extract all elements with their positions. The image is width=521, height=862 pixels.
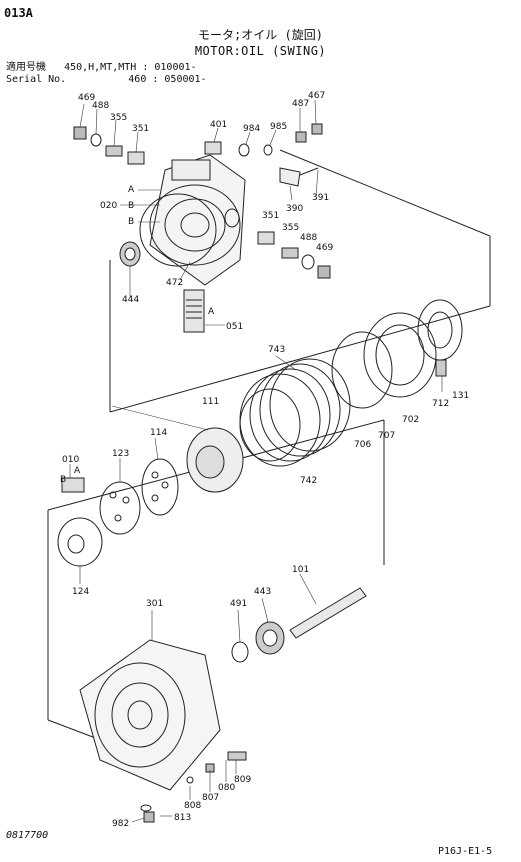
applicable-serial: : 010001- xyxy=(142,62,197,73)
callout: 491 xyxy=(230,599,247,609)
callout: 467 xyxy=(308,91,325,101)
callout: 984 xyxy=(243,124,260,134)
callout: 706 xyxy=(354,440,371,450)
document-number: 0817700 xyxy=(6,830,49,841)
callout: 443 xyxy=(254,587,271,597)
callout: 020 xyxy=(100,201,117,211)
callout: 355 xyxy=(282,223,299,233)
page-reference: P16J-E1-5 xyxy=(438,846,493,857)
callout: 982 xyxy=(112,819,129,829)
callout: A xyxy=(128,185,135,195)
callout: 051 xyxy=(226,322,243,332)
title-japanese: モータ;オイル (旋回) xyxy=(198,28,323,42)
callout: A xyxy=(208,307,215,317)
serial-row: Serial No. 460 : 050001- xyxy=(6,74,207,86)
callout: 444 xyxy=(122,295,139,305)
applicability-block: 適用号機 450,H,MT,MTH : 010001- Serial No. 4… xyxy=(6,62,207,86)
callout: 131 xyxy=(452,391,469,401)
callout: 488 xyxy=(300,233,317,243)
callout: 080 xyxy=(218,783,235,793)
applicable-row: 適用号機 450,H,MT,MTH : 010001- xyxy=(6,62,207,74)
callout: 351 xyxy=(132,124,149,134)
callout: 807 xyxy=(202,793,219,803)
callout: 010 xyxy=(62,455,79,465)
callout: 707 xyxy=(378,431,395,441)
callout: A xyxy=(74,466,81,476)
callout: 301 xyxy=(146,599,163,609)
callout: 390 xyxy=(286,204,303,214)
callout: 351 xyxy=(262,211,279,221)
callout: 114 xyxy=(150,428,167,438)
callout: 469 xyxy=(316,243,333,253)
callout: 123 xyxy=(112,449,129,459)
callout: 813 xyxy=(174,813,191,823)
callout: 809 xyxy=(234,775,251,785)
callout: 101 xyxy=(292,565,309,575)
applicable-label: 適用号機 xyxy=(6,62,46,73)
callout: 808 xyxy=(184,801,201,811)
callout: 702 xyxy=(402,415,419,425)
page-code: 013A xyxy=(4,6,33,20)
callout: B xyxy=(128,201,134,211)
callout: 985 xyxy=(270,122,287,132)
callout: B xyxy=(60,475,66,485)
callout: 712 xyxy=(432,399,449,409)
serial-label: Serial No. xyxy=(6,74,67,85)
callout: 742 xyxy=(300,476,317,486)
serial-value: : 050001- xyxy=(152,74,207,85)
callout: 472 xyxy=(166,278,183,288)
callout: 124 xyxy=(72,587,89,597)
applicable-models: 450,H,MT,MTH xyxy=(64,62,137,73)
callout: 487 xyxy=(292,99,309,109)
title-english: MOTOR:OIL (SWING) xyxy=(194,44,327,58)
callout: B xyxy=(128,217,134,227)
callout: 355 xyxy=(110,113,127,123)
callout: 488 xyxy=(92,101,109,111)
callout: 391 xyxy=(312,193,329,203)
callout: 469 xyxy=(78,93,95,103)
callout: 401 xyxy=(210,120,227,130)
callout: 111 xyxy=(202,397,219,407)
serial-model: 460 xyxy=(128,74,147,85)
callout: 743 xyxy=(268,345,285,355)
